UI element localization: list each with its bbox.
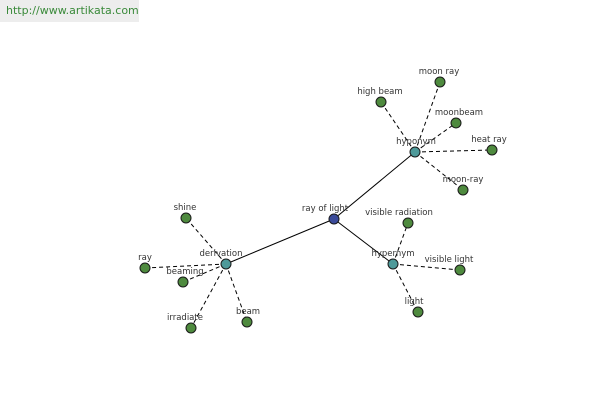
labels-layer: ray of light hyponym hypernym derivation hig… xyxy=(138,67,507,323)
leaf-label-ray[interactable]: ray xyxy=(138,253,152,263)
leaf-label-beam[interactable]: beam xyxy=(236,307,260,317)
edge-ray-of-light-derivation xyxy=(225,218,335,265)
relation-label-hypernym[interactable]: hypernym xyxy=(371,249,414,259)
url-banner: http://www.artikata.com xyxy=(0,0,139,22)
leaf-node-light[interactable] xyxy=(412,306,424,318)
edge-derivation-irradiate xyxy=(190,263,227,329)
leaf-node-irradiate[interactable] xyxy=(185,322,197,334)
leaf-label-moonbeam[interactable]: moonbeam xyxy=(435,108,483,118)
leaf-node-beam[interactable] xyxy=(241,316,253,328)
root-label-ray-of-light[interactable]: ray of light xyxy=(302,204,349,214)
edge-derivation-beaming xyxy=(182,263,227,283)
leaf-node-moon-ray[interactable] xyxy=(434,76,446,88)
leaf-label-irradiate[interactable]: irradiate xyxy=(167,313,203,323)
leaf-label-moon-ray[interactable]: moon ray xyxy=(419,67,460,77)
leaf-node-high-beam[interactable] xyxy=(375,96,387,108)
leaf-node-moonbeam[interactable] xyxy=(450,117,462,129)
edge-derivation-shine xyxy=(185,217,227,265)
root-node-ray-of-light[interactable] xyxy=(328,213,340,225)
leaf-node-ray[interactable] xyxy=(139,262,151,274)
edge-hyponym-moonbeam xyxy=(414,122,457,153)
leaf-label-visible-light[interactable]: visible light xyxy=(425,255,474,265)
edge-ray-of-light-hypernym xyxy=(333,218,394,265)
leaf-label-high-beam[interactable]: high beam xyxy=(357,87,402,97)
relation-node-derivation[interactable] xyxy=(220,258,232,270)
leaf-node-visible-radiation[interactable] xyxy=(402,217,414,229)
leaf-node-heat-ray[interactable] xyxy=(486,144,498,156)
edge-hyponym-moon-ray xyxy=(414,81,441,153)
leaf-node-visible-light[interactable] xyxy=(454,264,466,276)
relation-node-hyponym[interactable] xyxy=(409,146,421,158)
edges-layer xyxy=(144,81,493,329)
leaf-label-beaming[interactable]: beaming xyxy=(166,267,203,277)
edge-ray-of-light-hyponym xyxy=(333,151,416,220)
leaf-label-moon-ray-hyphen[interactable]: moon-ray xyxy=(443,175,484,185)
leaf-label-visible-radiation[interactable]: visible radiation xyxy=(365,208,433,218)
edge-derivation-beam xyxy=(225,263,248,323)
leaf-node-beaming[interactable] xyxy=(177,276,189,288)
relation-label-derivation[interactable]: derivation xyxy=(199,249,242,259)
edge-hyponym-high-beam xyxy=(380,101,416,153)
source-url-link[interactable]: http://www.artikata.com xyxy=(6,4,139,17)
edge-hyponym-heat-ray xyxy=(414,149,493,153)
relation-label-hyponym[interactable]: hyponym xyxy=(396,137,436,147)
edge-hyponym-moon-ray-hyphen xyxy=(414,151,464,191)
relation-node-hypernym[interactable] xyxy=(387,258,399,270)
leaf-label-shine[interactable]: shine xyxy=(174,203,197,213)
leaf-node-shine[interactable] xyxy=(180,212,192,224)
edge-hypernym-visible-light xyxy=(392,263,461,271)
leaf-label-light[interactable]: light xyxy=(405,297,425,307)
leaf-label-heat-ray[interactable]: heat ray xyxy=(471,135,507,145)
nodes-layer xyxy=(139,76,498,334)
edge-hypernym-light xyxy=(392,263,419,313)
leaf-node-moon-ray-hyphen[interactable] xyxy=(457,184,469,196)
edge-hypernym-visible-radiation xyxy=(392,222,409,265)
